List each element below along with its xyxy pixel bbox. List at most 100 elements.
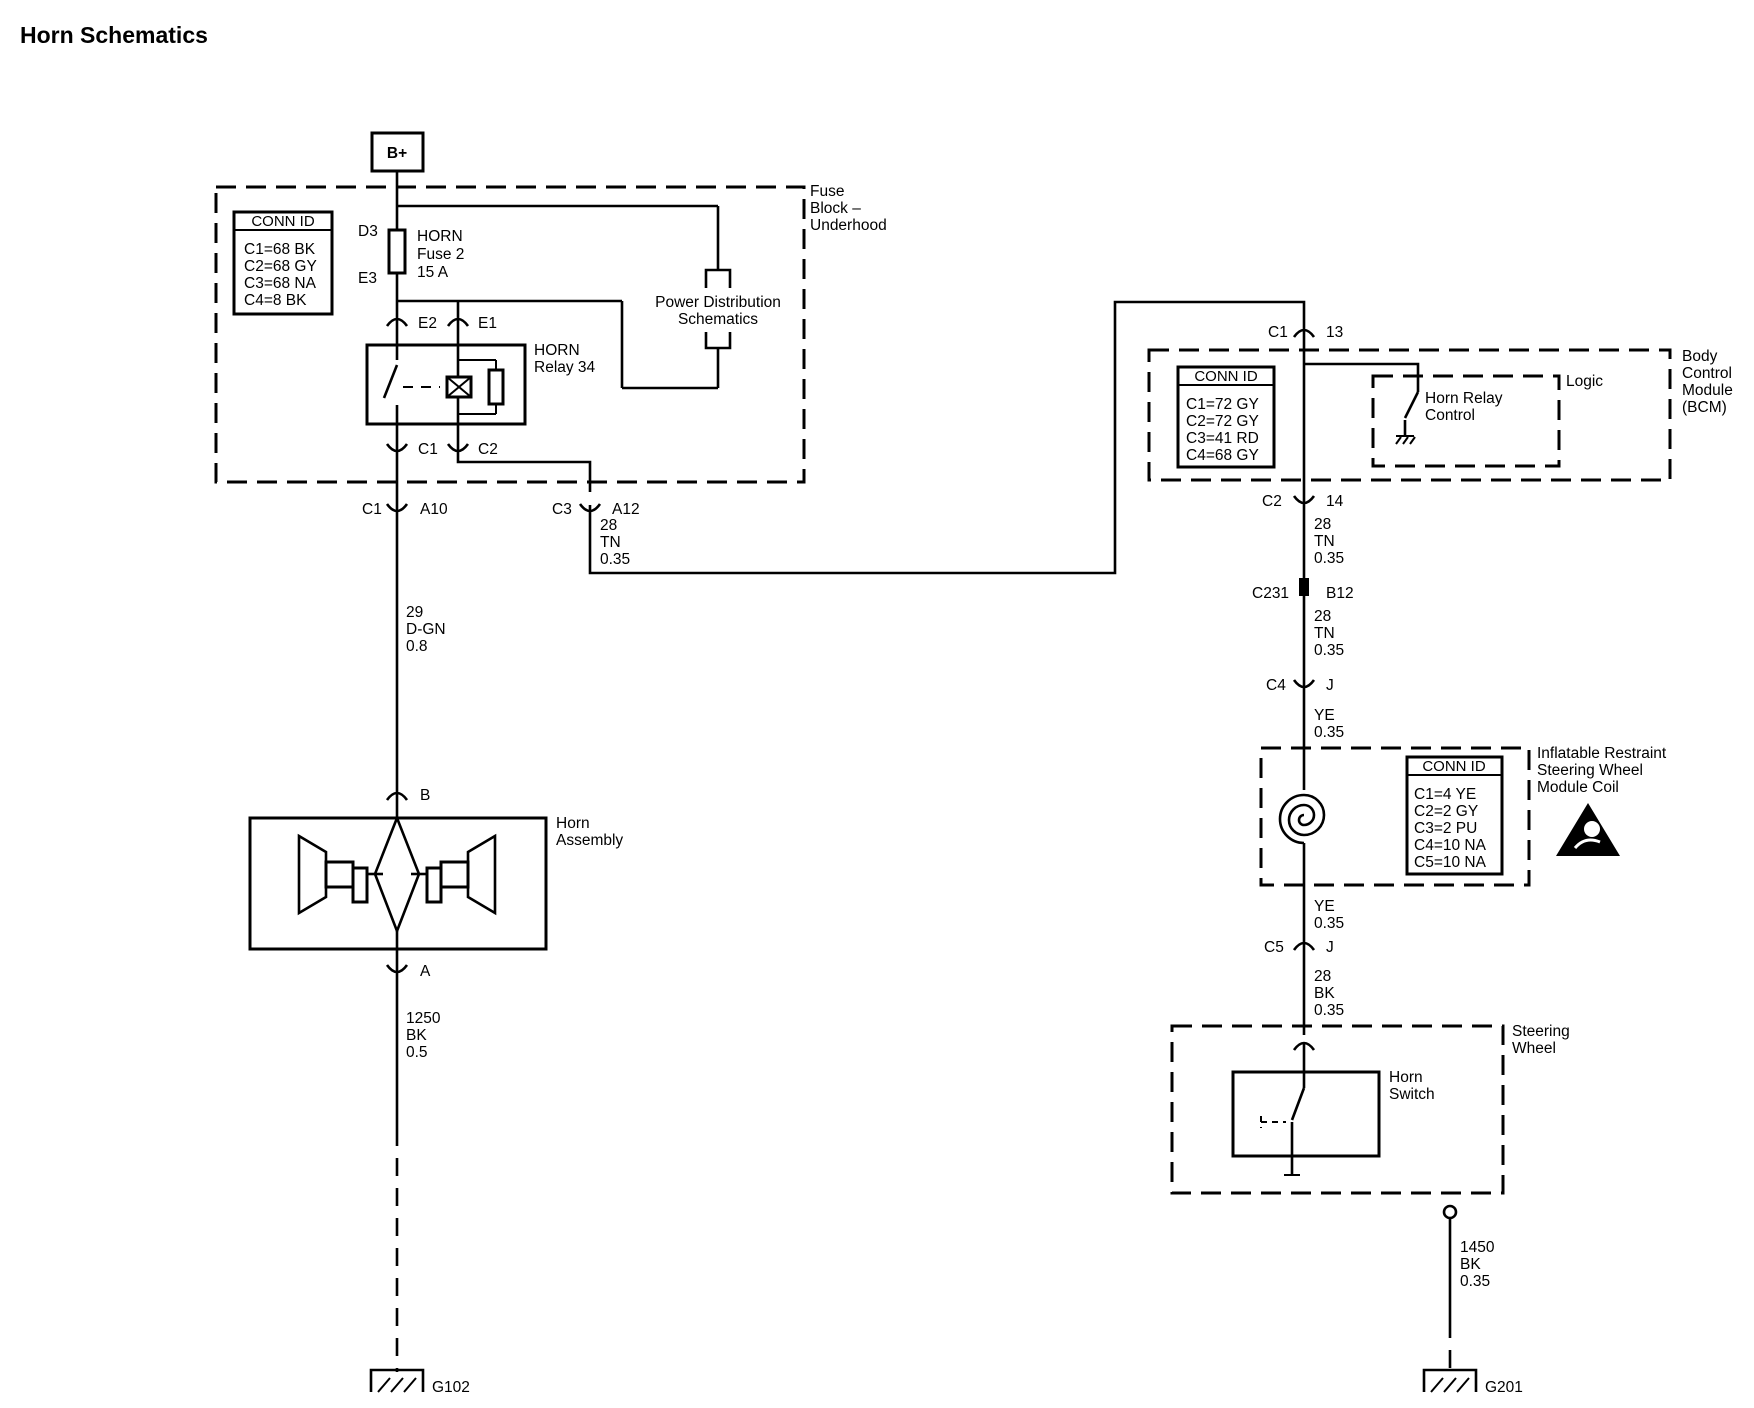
svg-text:HORN: HORN bbox=[417, 228, 463, 245]
svg-text:C4=10 NA: C4=10 NA bbox=[1414, 837, 1487, 854]
svg-text:0.8: 0.8 bbox=[406, 638, 428, 655]
svg-text:Horn: Horn bbox=[556, 815, 590, 832]
svg-text:Control: Control bbox=[1425, 407, 1475, 424]
svg-text:YE: YE bbox=[1314, 707, 1335, 724]
horn-assembly: Horn Assembly bbox=[248, 793, 623, 951]
svg-text:C1: C1 bbox=[418, 441, 438, 458]
svg-text:C2=72 GY: C2=72 GY bbox=[1186, 413, 1259, 430]
fuse-block-output-c3-a12: C3 A12 bbox=[552, 501, 640, 518]
connector-c4: C4 J YE 0.35 bbox=[1266, 677, 1344, 741]
wire-28-tn-to-bcm: 28 TN 0.35 bbox=[588, 300, 1306, 575]
svg-text:E3: E3 bbox=[358, 270, 377, 287]
wire-28-tn-bcm-to-c231: 28 TN 0.35 bbox=[1302, 500, 1344, 580]
relay-input-connectors: E2 E1 bbox=[385, 315, 497, 345]
body-control-module: Body Control Module (BCM) bbox=[1147, 348, 1733, 482]
svg-text:0.35: 0.35 bbox=[600, 551, 630, 568]
svg-text:C3=2 PU: C3=2 PU bbox=[1414, 820, 1477, 837]
horn-assembly-connector-b: B bbox=[385, 787, 430, 804]
svg-text:1450: 1450 bbox=[1460, 1239, 1495, 1256]
svg-text:TN: TN bbox=[1314, 533, 1335, 550]
fuse-block-underhood: Fuse Block – Underhood bbox=[214, 183, 887, 484]
svg-text:14: 14 bbox=[1326, 493, 1344, 510]
wire-29-d-gn: 29 D-GN 0.8 bbox=[395, 500, 446, 793]
wire-ye-coil-to-c5: YE 0.35 bbox=[1314, 898, 1344, 932]
bcm-conn-id-table: CONN ID C1=72 GY C2=72 GY C3=41 RD C4=68… bbox=[1176, 365, 1276, 469]
svg-text:Power Distribution: Power Distribution bbox=[655, 294, 781, 311]
svg-text:C3=41 RD: C3=41 RD bbox=[1186, 430, 1259, 447]
svg-text:0.35: 0.35 bbox=[1314, 1002, 1344, 1019]
svg-text:C1=4 YE: C1=4 YE bbox=[1414, 786, 1476, 803]
svg-text:0.35: 0.35 bbox=[1460, 1273, 1490, 1290]
svg-text:BK: BK bbox=[406, 1027, 427, 1044]
svg-text:C1: C1 bbox=[362, 501, 382, 518]
svg-text:28: 28 bbox=[1314, 516, 1331, 533]
wire-1450-bk: 1450 BK 0.35 bbox=[1442, 1204, 1495, 1372]
svg-text:1250: 1250 bbox=[406, 1010, 441, 1027]
wire-28-bk: 28 BK 0.35 bbox=[1314, 968, 1344, 1019]
steering-wheel: Steering Wheel bbox=[1170, 1023, 1570, 1195]
fuse-block-output-c1-a10: C1 A10 bbox=[362, 501, 448, 518]
battery-positive-terminal: B+ bbox=[370, 131, 425, 173]
svg-text:Fuse 2: Fuse 2 bbox=[417, 246, 464, 263]
svg-text:BK: BK bbox=[1460, 1256, 1481, 1273]
svg-text:0.35: 0.35 bbox=[1314, 724, 1344, 741]
svg-text:Module Coil: Module Coil bbox=[1537, 779, 1619, 796]
fuse-block-conn-id-table: CONN ID C1=68 BK C2=68 GY C3=68 NA C4=8 … bbox=[232, 210, 334, 316]
svg-text:A10: A10 bbox=[420, 501, 448, 518]
svg-text:Fuse: Fuse bbox=[810, 183, 844, 200]
horn-relay-control-switch: Horn Relay Control bbox=[1395, 384, 1503, 445]
svg-text:15 A: 15 A bbox=[417, 264, 449, 281]
horn-switch: Horn Switch bbox=[1231, 1042, 1435, 1176]
svg-text:Logic: Logic bbox=[1566, 373, 1603, 390]
svg-text:BK: BK bbox=[1314, 985, 1335, 1002]
svg-text:D-GN: D-GN bbox=[406, 621, 446, 638]
svg-text:B+: B+ bbox=[387, 145, 407, 162]
svg-text:Wheel: Wheel bbox=[1512, 1040, 1556, 1057]
svg-text:G102: G102 bbox=[432, 1379, 470, 1396]
svg-text:Horn: Horn bbox=[1389, 1069, 1423, 1086]
svg-text:28: 28 bbox=[1314, 608, 1331, 625]
svg-text:Steering Wheel: Steering Wheel bbox=[1537, 762, 1643, 779]
svg-text:HORN: HORN bbox=[534, 342, 580, 359]
svg-text:C4=68 GY: C4=68 GY bbox=[1186, 447, 1259, 464]
svg-text:C3=68 NA: C3=68 NA bbox=[244, 275, 317, 292]
svg-text:0.35: 0.35 bbox=[1314, 642, 1344, 659]
horn-fuse-2: D3 E3 HORN Fuse 2 15 A bbox=[358, 223, 464, 287]
wire-28-tn-c231-to-c4: 28 TN 0.35 bbox=[1302, 596, 1344, 760]
svg-text:Switch: Switch bbox=[1389, 1086, 1435, 1103]
svg-text:E1: E1 bbox=[478, 315, 497, 332]
svg-text:C1=72 GY: C1=72 GY bbox=[1186, 396, 1259, 413]
svg-text:C2: C2 bbox=[478, 441, 498, 458]
svg-text:28: 28 bbox=[600, 517, 617, 534]
svg-text:D3: D3 bbox=[358, 223, 378, 240]
svg-text:0.5: 0.5 bbox=[406, 1044, 428, 1061]
svg-text:YE: YE bbox=[1314, 898, 1335, 915]
svg-text:Underhood: Underhood bbox=[810, 217, 887, 234]
svg-text:A: A bbox=[420, 963, 431, 980]
svg-text:29: 29 bbox=[406, 604, 423, 621]
wire-1250-bk: 1250 BK 0.5 bbox=[395, 949, 441, 1372]
svg-text:13: 13 bbox=[1326, 324, 1343, 341]
svg-text:Horn Relay: Horn Relay bbox=[1425, 390, 1503, 407]
svg-text:C2: C2 bbox=[1262, 493, 1282, 510]
page-title: Horn Schematics bbox=[20, 22, 208, 48]
svg-text:0.35: 0.35 bbox=[1314, 915, 1344, 932]
svg-text:C4: C4 bbox=[1266, 677, 1286, 694]
svg-text:C5=10 NA: C5=10 NA bbox=[1414, 854, 1487, 871]
svg-text:C1=68 BK: C1=68 BK bbox=[244, 241, 316, 258]
svg-text:C2=2 GY: C2=2 GY bbox=[1414, 803, 1478, 820]
svg-text:0.35: 0.35 bbox=[1314, 550, 1344, 567]
relay-output-connectors: C1 C2 bbox=[385, 424, 592, 500]
inflatable-restraint-coil: Inflatable Restraint Steering Wheel Modu… bbox=[1259, 745, 1667, 898]
power-distribution-schematics-ref: Power Distribution Schematics bbox=[655, 268, 781, 350]
svg-text:Body: Body bbox=[1682, 348, 1718, 365]
svg-text:Steering: Steering bbox=[1512, 1023, 1570, 1040]
connector-c5: C5 J bbox=[1264, 898, 1334, 1035]
svg-text:J: J bbox=[1326, 677, 1334, 694]
svg-text:B12: B12 bbox=[1326, 585, 1354, 602]
bcm-connector-c1: C1 13 bbox=[1268, 324, 1343, 341]
coil-conn-id-table: CONN ID C1=4 YE C2=2 GY C3=2 PU C4=10 NA… bbox=[1405, 755, 1504, 876]
svg-text:E2: E2 bbox=[418, 315, 437, 332]
svg-text:C4=8 BK: C4=8 BK bbox=[244, 292, 307, 309]
